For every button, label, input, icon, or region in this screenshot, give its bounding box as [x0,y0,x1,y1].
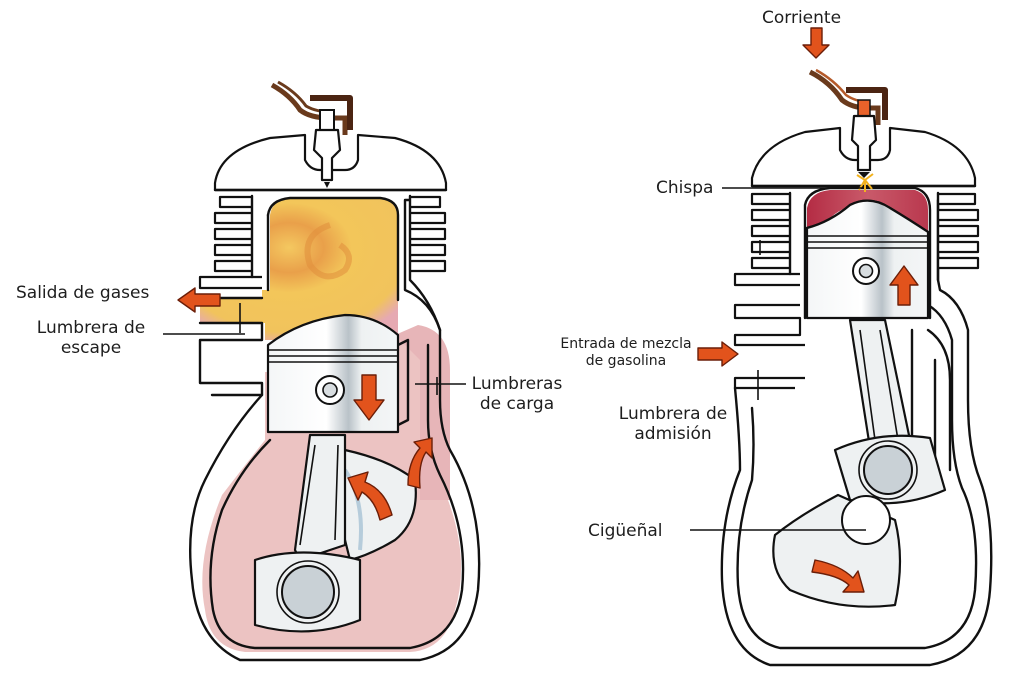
right-cooling-fins-right [938,192,980,270]
label-line: escape [60,338,122,358]
right-block-outline [720,198,993,667]
label-line: Lumbrera de [36,318,146,338]
label-corriente: Corriente [762,8,842,28]
exhaust-out-arrow [177,287,221,313]
label-chispa: Chispa [656,178,714,198]
piston-up-arrow [889,265,919,306]
label-entrada-de-mezcla: Entrada de mezcla de gasolina [560,336,692,370]
left-cooling-fins-left [198,195,262,290]
right-spark-plug [808,68,888,178]
left-piston [266,313,400,434]
current-arrow [802,27,830,59]
label-lumbreras-de-carga: Lumbreras de carga [462,374,572,414]
label-line: de gasolina [585,353,667,369]
right-cooling-fins-left [733,192,805,390]
label-ciguenal: Cigüeñal [588,521,663,541]
label-line: admisión [634,424,712,444]
right-engine [690,27,993,667]
flow-arrow-2 [407,437,433,489]
left-spark-plug [270,80,353,188]
label-lumbrera-de-escape: Lumbrera de escape [20,318,162,358]
label-line: Entrada de mezcla [560,336,692,352]
left-connecting-rod [253,433,362,633]
left-engine [163,80,481,662]
label-line: Lumbrera de [618,404,728,424]
right-cylinder-head [750,126,977,188]
crank-rotation-arrow [811,559,865,593]
piston-down-arrow [353,374,385,421]
label-salida-de-gases: Salida de gases [16,283,150,303]
label-lumbrera-de-admision: Lumbrera de admisión [608,404,738,444]
intake-mix-arrow [697,341,739,367]
exhaust-gas-left [200,198,398,340]
right-connecting-rod [833,318,947,505]
combustion-chamber-right [807,190,928,232]
label-line: Lumbreras [471,374,563,394]
left-block-outline [188,198,481,662]
left-cooling-fins-right [410,195,447,273]
label-line: de carga [479,394,555,414]
flow-arrow-1 [347,471,393,521]
left-cylinder-head [213,133,448,192]
